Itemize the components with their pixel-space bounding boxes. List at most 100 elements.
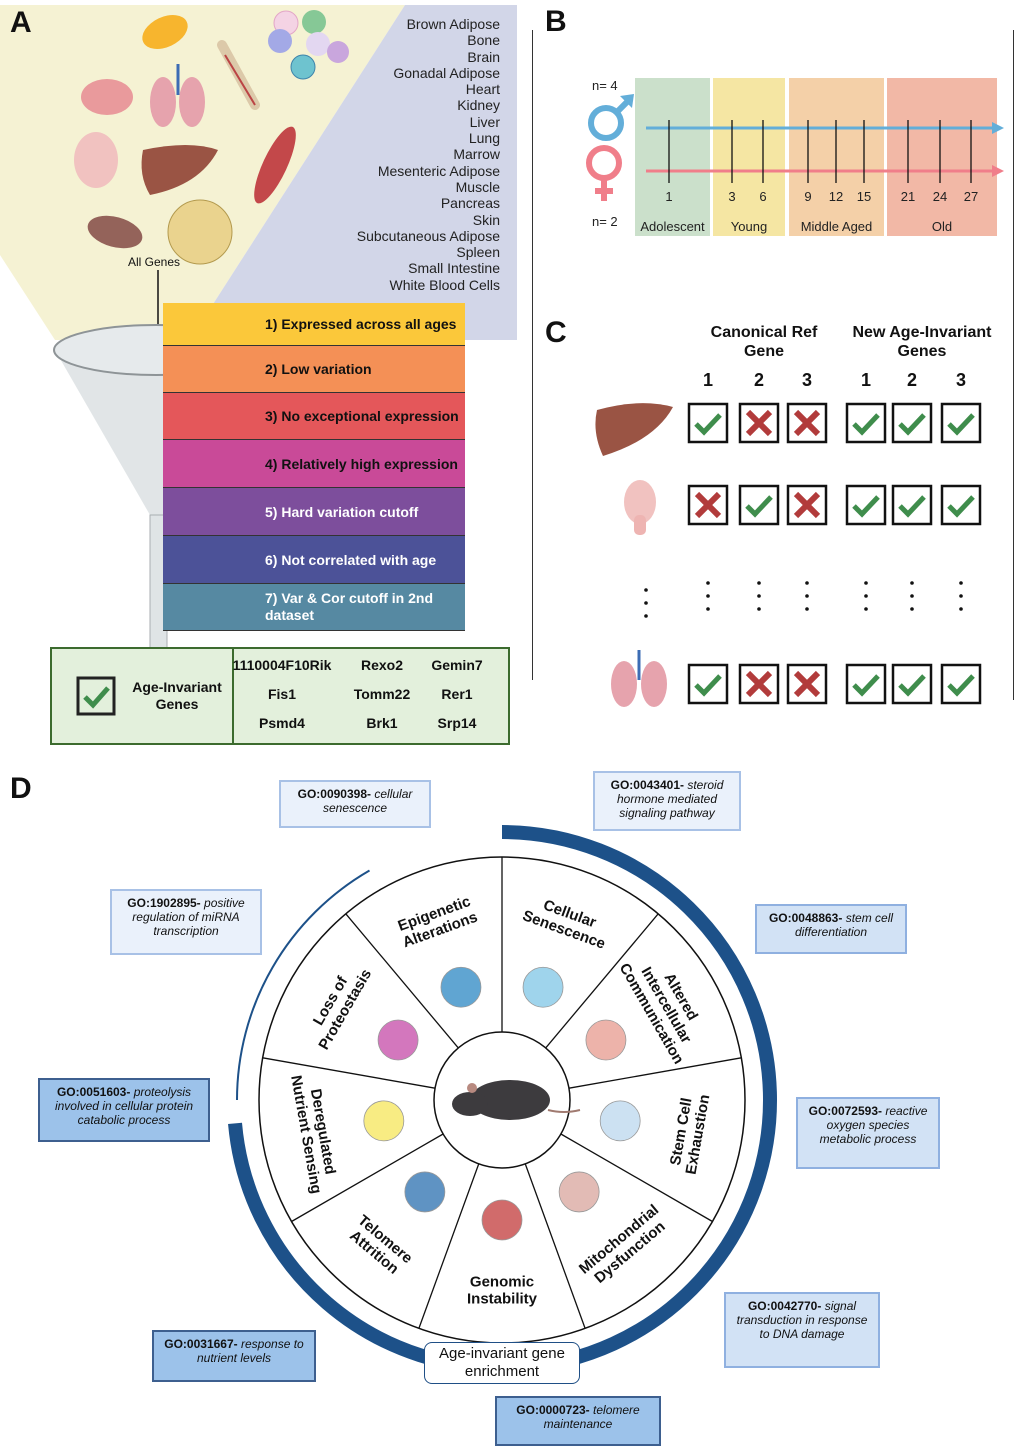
intestine-icon (81, 79, 133, 115)
go-term-name: telomere maintenance (543, 1403, 640, 1431)
result-title-line1: Age-Invariant (132, 679, 222, 695)
tissue-item: Heart (465, 81, 500, 98)
lung-icon (150, 64, 205, 127)
gene-name: 1110004F10Rik (232, 657, 332, 673)
column-number: 2 (906, 370, 917, 390)
female-symbol-icon (586, 145, 622, 201)
lung-icon (611, 650, 667, 707)
go-term-id: GO:0072593- (808, 1104, 882, 1118)
gene-name: Tomm22 (353, 686, 411, 702)
brain-icon (624, 480, 656, 535)
result-title: Age-Invariant Genes (122, 679, 232, 713)
segment-divider (545, 913, 659, 1049)
go-term-id: GO:0042770- (747, 1299, 822, 1313)
go-term-name: stem cell differentiation (794, 911, 894, 939)
white-blood-cells-icon (268, 10, 349, 80)
go-term-box: GO:0051603- proteolysis involved in cell… (38, 1078, 210, 1142)
segment-divider (262, 1057, 436, 1089)
result-title-line2: Genes (155, 696, 199, 712)
go-term-id: GO:1902895- (127, 896, 201, 910)
mitochondrion-icon (558, 1171, 600, 1213)
gene-name: Srp14 (437, 715, 477, 731)
tissue-item: Brain (467, 48, 500, 65)
cross-box-icon (786, 484, 828, 526)
check-box-icon (845, 484, 887, 526)
enrichment-label-line1: Age-invariant gene (439, 1345, 565, 1362)
tissue-item: White Blood Cells (389, 276, 501, 293)
age-group-label: Adolescent (640, 219, 705, 234)
brain-icon (74, 132, 118, 188)
filter-step: 1) Expressed across all ages (163, 303, 465, 346)
check-box-icon (738, 484, 780, 526)
panel-b-label: B (545, 5, 567, 38)
go-term-box: GO:0031667- response to nutrient levels (152, 1330, 316, 1382)
validation-grid (595, 402, 982, 707)
go-term-name: response to nutrient levels (196, 1337, 304, 1365)
ellipsis-dots (959, 581, 963, 611)
timepoint-label: 3 (728, 189, 735, 204)
segment-divider (291, 1133, 444, 1223)
check-box-icon (891, 484, 933, 526)
check-box-icon (845, 402, 887, 444)
cross-box-icon (738, 663, 780, 705)
go-term-name: cellular senescence (322, 787, 413, 815)
outer-ring (228, 825, 777, 1375)
timepoint-label: 15 (857, 189, 871, 204)
age-group-label: Old (932, 219, 952, 234)
ellipsis-dots (644, 588, 648, 618)
ellipsis-dots (757, 581, 761, 611)
timepoint-label: 12 (829, 189, 843, 204)
hallmark-label-line: Instability (467, 1291, 538, 1308)
tissue-item: Marrow (453, 146, 500, 163)
age-group-label: Young (731, 219, 767, 234)
tissue-item: Liver (469, 113, 500, 130)
header-canonical-ref-line1: Canonical Ref (710, 324, 818, 341)
timepoint-label: 21 (901, 189, 915, 204)
check-box-icon (687, 663, 729, 705)
male-symbol-icon (588, 94, 634, 141)
divider-left (532, 30, 533, 680)
go-term-box: GO:0048863- stem cell differentiation (755, 904, 907, 954)
hallmark-label-line: Genomic (470, 1274, 534, 1291)
filter-step: 3) No exceptional expression (163, 393, 465, 440)
filter-step: 2) Low variation (163, 346, 465, 393)
timepoint-label: 6 (759, 189, 766, 204)
ellipsis-dots (805, 581, 809, 611)
gene-name: Gemin7 (431, 657, 483, 673)
divider-right (1013, 30, 1014, 700)
stem-cell-icon (599, 1100, 641, 1142)
cross-box-icon (687, 484, 729, 526)
header-canonical-ref: Canonical Ref Gene (694, 323, 834, 361)
check-box-icon (891, 402, 933, 444)
timepoint-label: 1 (665, 189, 672, 204)
outer-ring-thin (236, 869, 371, 1101)
segment-divider (345, 913, 459, 1049)
mouse-icon (452, 1080, 581, 1120)
go-term-box: GO:0000723- telomere maintenance (495, 1396, 661, 1446)
liver-icon (141, 145, 218, 195)
adipose-icon (167, 199, 233, 265)
gene-name: Psmd4 (259, 715, 305, 731)
liver-icon (595, 403, 673, 456)
bone-icon (217, 40, 260, 110)
gene-name: Fis1 (267, 686, 296, 702)
gene-name: Rer1 (441, 686, 473, 702)
tissue-item: Gonadal Adipose (393, 64, 500, 81)
checkbox-check-icon (76, 676, 116, 716)
filter-step: 5) Hard variation cutoff (163, 488, 465, 536)
muscle-icon (254, 126, 296, 204)
check-box-icon (940, 484, 982, 526)
tissue-item: Spleen (456, 244, 500, 261)
gene-name: Rexo2 (360, 657, 404, 673)
check-box-icon (891, 663, 933, 705)
burst-icon (363, 1100, 405, 1142)
cross-box-icon (738, 402, 780, 444)
tissue-item: Skin (472, 211, 500, 228)
header-canonical-ref-line2: Gene (743, 343, 784, 360)
go-term-box: GO:0043401- steroid hormone mediated sig… (593, 771, 741, 831)
tissue-list-area (190, 5, 517, 340)
